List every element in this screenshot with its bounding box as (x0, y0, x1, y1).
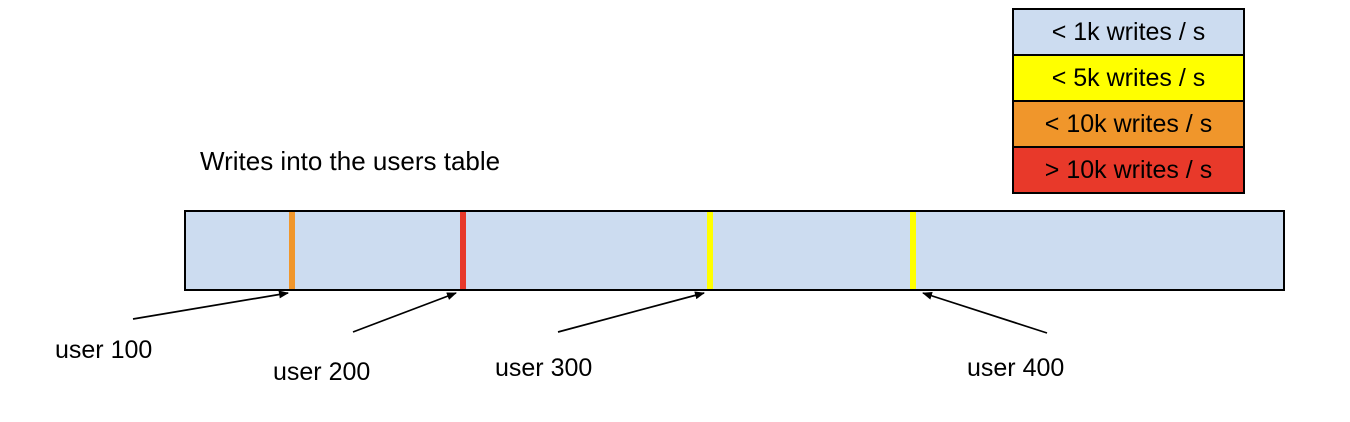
legend-item-lt-10k: < 10k writes / s (1014, 102, 1243, 148)
marker-user-300 (707, 212, 713, 289)
legend: < 1k writes / s < 5k writes / s < 10k wr… (1012, 8, 1245, 194)
arrow-user-200 (352, 292, 457, 333)
arrow-user-400 (922, 291, 1048, 334)
legend-item-lt-5k: < 5k writes / s (1014, 56, 1243, 102)
arrow-user-100 (132, 290, 289, 320)
legend-item-lt-1k: < 1k writes / s (1014, 10, 1243, 56)
label-user-300: user 300 (495, 354, 593, 382)
arrow-user-300 (557, 291, 705, 333)
marker-user-200 (460, 212, 466, 289)
label-user-100: user 100 (55, 336, 153, 364)
diagram-title: Writes into the users table (200, 146, 501, 176)
legend-item-gt-10k: > 10k writes / s (1014, 148, 1243, 192)
marker-user-400 (910, 212, 916, 289)
users-table-bar (184, 210, 1285, 291)
marker-user-100 (289, 212, 295, 289)
label-user-200: user 200 (273, 358, 371, 386)
label-user-400: user 400 (967, 354, 1065, 382)
